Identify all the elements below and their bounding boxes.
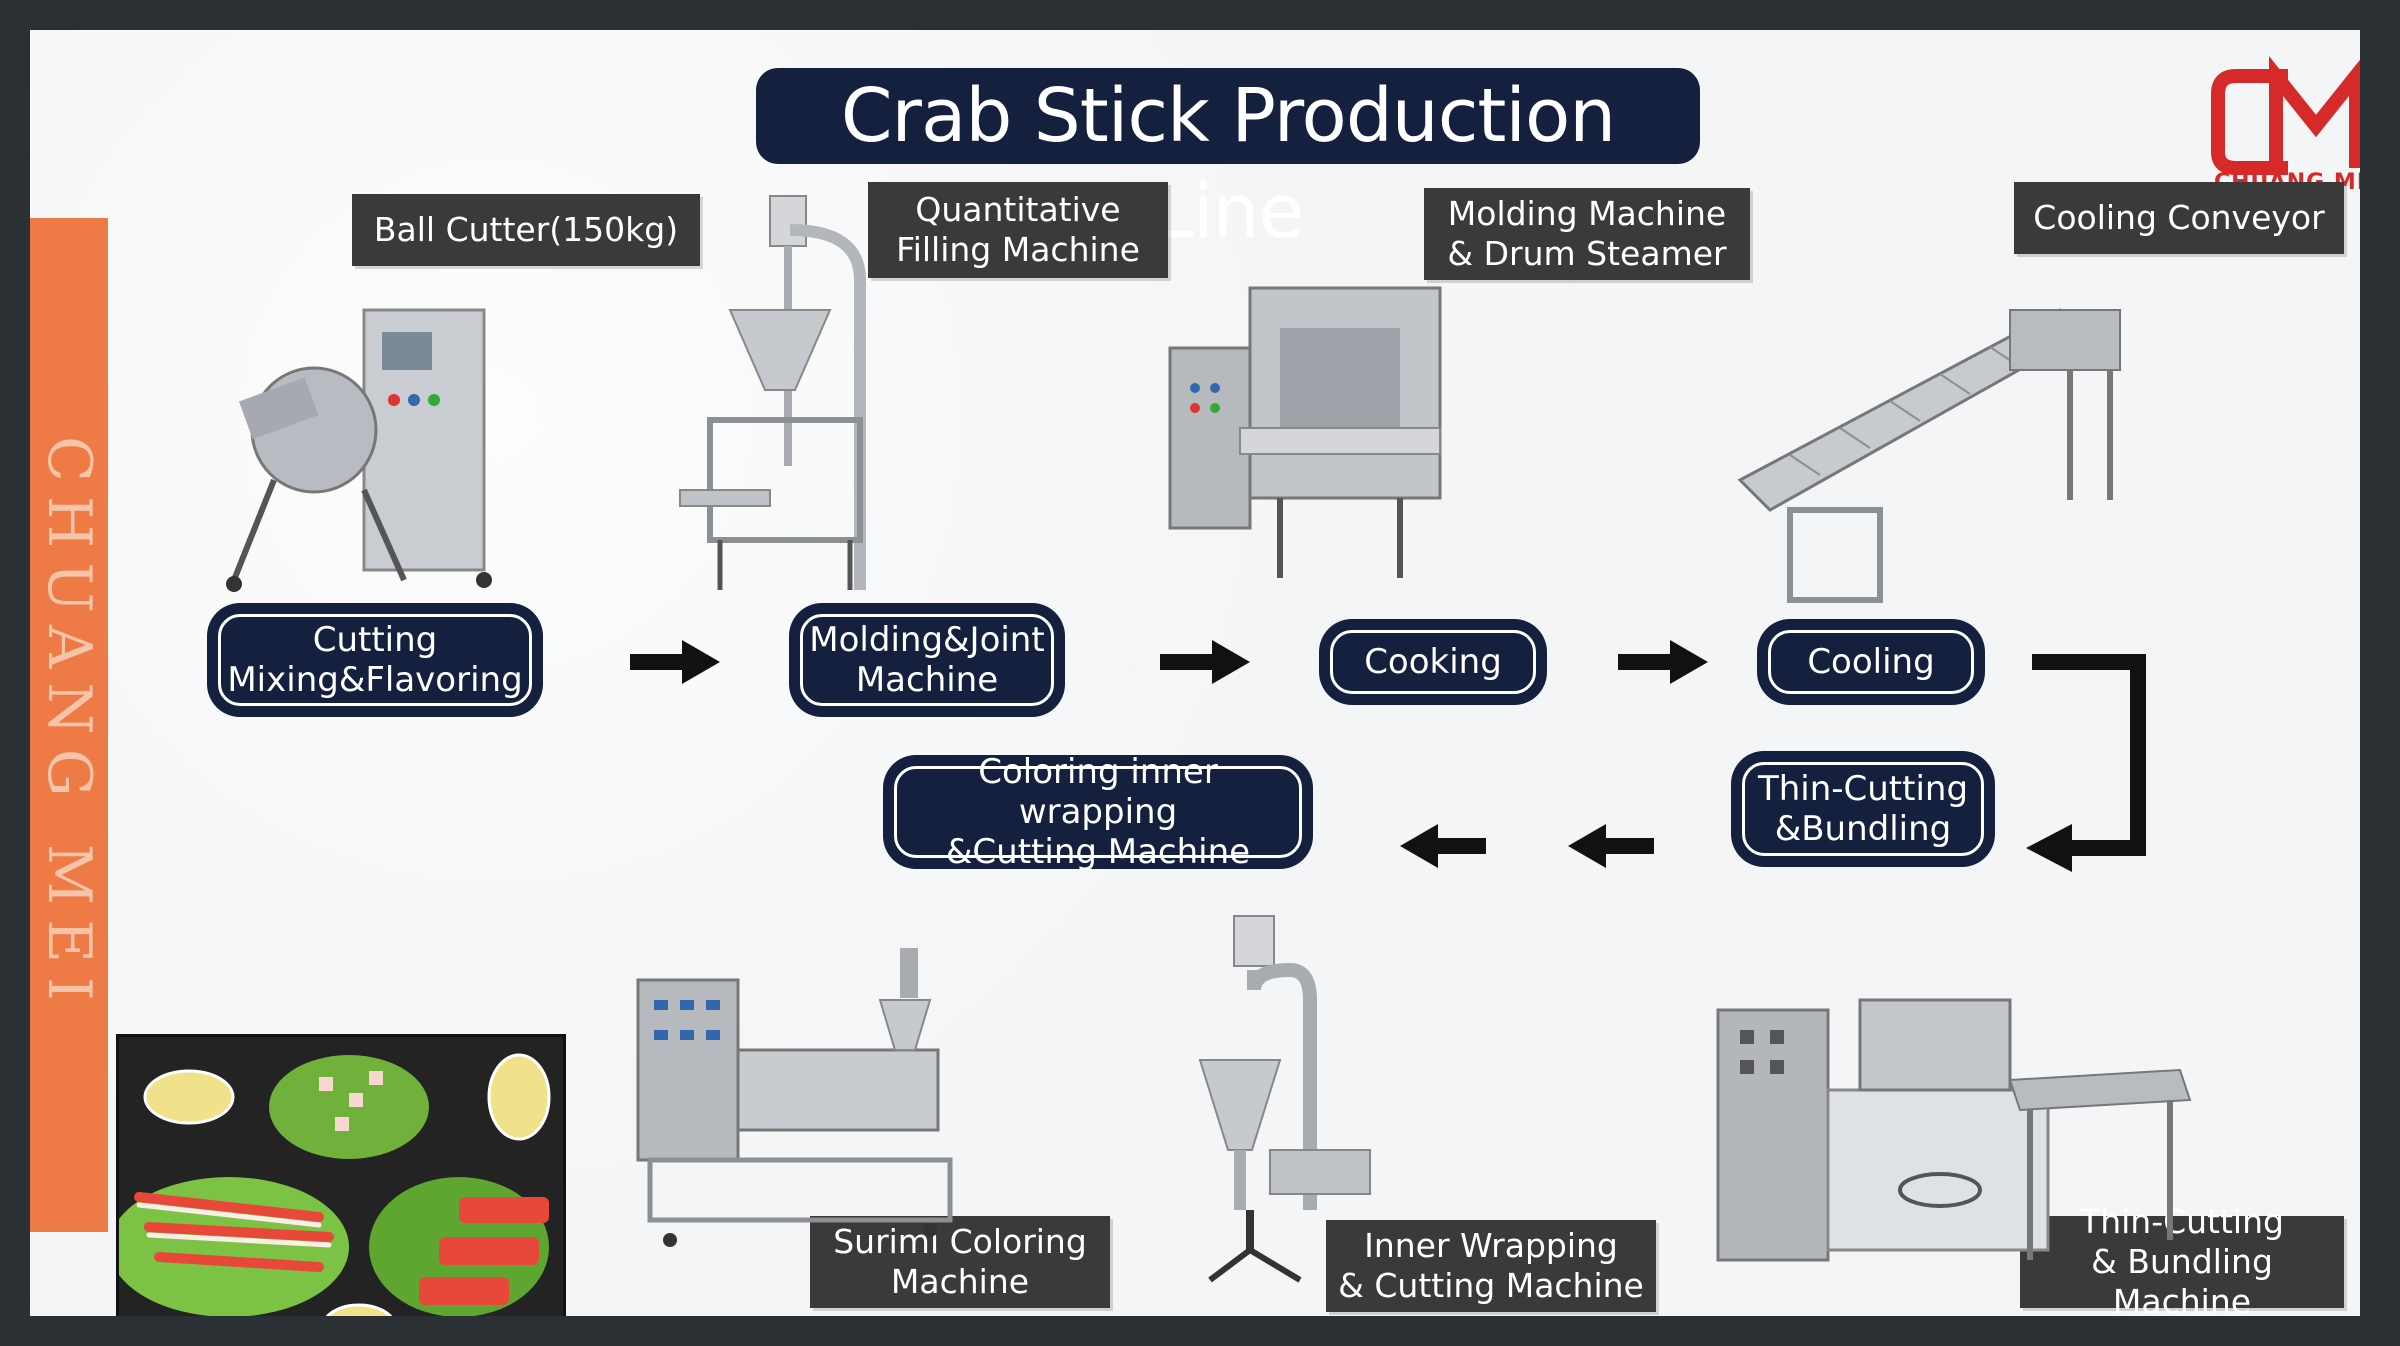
chuang-mei-logo-icon bbox=[2211, 56, 2360, 175]
arrow-left-1 bbox=[1568, 824, 1654, 868]
label-molding-drum: Molding Machine & Drum Steamer bbox=[1424, 188, 1750, 280]
step-molding-joint-text: Molding&Joint Machine bbox=[809, 620, 1045, 700]
step-cutting-text: Cutting Mixing&Flavoring bbox=[227, 620, 523, 700]
step-cooking-text: Cooking bbox=[1364, 642, 1502, 682]
inner-wrapping-machine-image bbox=[1198, 915, 1371, 1283]
sidebar-band bbox=[30, 218, 108, 1232]
label-quantitative-filling: Quantitative Filling Machine bbox=[868, 182, 1168, 278]
sidebar-brand-text: CHUANG MEI bbox=[34, 435, 104, 1015]
arrow-right-2 bbox=[1160, 640, 1250, 684]
step-coloring-wrapping-inner: Coloring inner wrapping &Cutting Machine bbox=[894, 752, 1302, 872]
label-ball-cutter: Ball Cutter(150kg) bbox=[352, 194, 700, 266]
product-photo-graphic bbox=[119, 1037, 563, 1316]
label-inner-wrapping-text: Inner Wrapping & Cutting Machine bbox=[1338, 1226, 1644, 1305]
main-panel: CHUANG MEI Crab Stick Production Line CH… bbox=[30, 30, 2360, 1316]
step-cooling-inner: Cooling bbox=[1768, 630, 1974, 694]
label-thin-cutting-machine-text: Thin-Cutting & Bundling Machine bbox=[2080, 1202, 2284, 1316]
arrow-elbow-down-left bbox=[2026, 654, 2146, 872]
step-thin-cutting: Thin-Cutting &Bundling bbox=[1736, 756, 1990, 862]
label-surimi-coloring: Surimi Coloring Machine bbox=[810, 1216, 1110, 1308]
arrow-right-1 bbox=[630, 640, 720, 684]
label-cooling-conveyor: Cooling Conveyor bbox=[2014, 182, 2344, 254]
sidebar-brand: CHUANG MEI bbox=[30, 218, 108, 1232]
step-molding-joint-inner: Molding&Joint Machine bbox=[800, 614, 1054, 706]
molding-drum-steamer-image bbox=[1168, 286, 1442, 578]
arrow-left-2 bbox=[1400, 824, 1486, 868]
label-surimi-coloring-text: Surimi Coloring Machine bbox=[833, 1222, 1087, 1301]
label-inner-wrapping: Inner Wrapping & Cutting Machine bbox=[1326, 1220, 1656, 1312]
quantitative-filling-machine-image bbox=[679, 195, 866, 590]
surimi-coloring-machine-image bbox=[636, 948, 953, 1247]
step-cooking: Cooking bbox=[1324, 624, 1542, 700]
step-thin-cutting-text: Thin-Cutting &Bundling bbox=[1757, 769, 1969, 849]
step-cutting-inner: Cutting Mixing&Flavoring bbox=[218, 614, 532, 706]
ball-cutter-machine-image bbox=[226, 308, 492, 592]
step-molding-joint: Molding&Joint Machine bbox=[794, 608, 1060, 712]
step-thin-cutting-inner: Thin-Cutting &Bundling bbox=[1742, 762, 1984, 856]
step-coloring-wrapping-text: Coloring inner wrapping &Cutting Machine bbox=[945, 752, 1251, 872]
step-cutting: Cutting Mixing&Flavoring bbox=[212, 608, 538, 712]
page-title: Crab Stick Production Line bbox=[756, 68, 1700, 255]
thin-cutting-bundling-machine-image bbox=[1716, 998, 2192, 1262]
step-cooking-inner: Cooking bbox=[1330, 630, 1536, 694]
label-thin-cutting-machine: Thin-Cutting & Bundling Machine bbox=[2020, 1202, 2344, 1316]
label-molding-drum-text: Molding Machine & Drum Steamer bbox=[1447, 194, 1727, 273]
step-cooling: Cooling bbox=[1762, 624, 1980, 700]
step-cooling-text: Cooling bbox=[1807, 642, 1935, 682]
step-coloring-wrapping: Coloring inner wrapping &Cutting Machine bbox=[888, 752, 1308, 872]
label-quantitative-filling-text: Quantitative Filling Machine bbox=[896, 190, 1140, 269]
label-cooling-conveyor-text: Cooling Conveyor bbox=[2033, 198, 2325, 237]
crab-stick-product-photo bbox=[116, 1034, 566, 1316]
cooling-conveyor-image bbox=[1737, 308, 2121, 603]
label-ball-cutter-text: Ball Cutter(150kg) bbox=[373, 210, 679, 249]
arrow-right-3 bbox=[1618, 640, 1708, 684]
